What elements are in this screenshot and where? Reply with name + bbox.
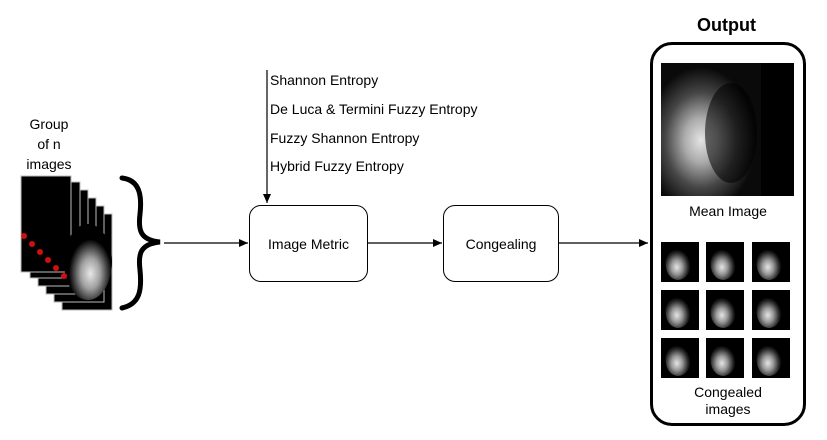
congealed-image-8 <box>706 338 744 378</box>
congealed-label-line-1: Congealed <box>694 384 762 400</box>
stacked-image-6 <box>20 175 72 273</box>
congealing-label: Congealing <box>465 235 537 252</box>
red-markers <box>21 233 67 279</box>
mean-image-label: Mean Image <box>689 203 767 219</box>
metric-hybrid-fuzzy-entropy: Hybrid Fuzzy Entropy <box>270 158 404 174</box>
output-title: Output <box>697 15 756 35</box>
congealing-node: Congealing <box>443 205 559 282</box>
congealed-image-9 <box>752 338 790 378</box>
congealed-image-7 <box>661 338 699 378</box>
congealed-image-5 <box>706 290 744 330</box>
congealed-image-4 <box>661 290 699 330</box>
image-metric-node: Image Metric <box>249 205 368 282</box>
input-caption-line-3: images <box>26 156 72 172</box>
congealed-image-6 <box>752 290 790 330</box>
congealed-image-1 <box>661 242 699 282</box>
mean-image-graphic <box>661 63 794 196</box>
front-image-tissue <box>64 224 112 300</box>
grouping-brace <box>119 175 161 311</box>
input-caption-line-1: Group <box>29 116 69 132</box>
mean-image <box>661 63 794 196</box>
image-metric-label: Image Metric <box>268 235 349 252</box>
metric-fuzzy-shannon-entropy: Fuzzy Shannon Entropy <box>270 130 420 146</box>
congealed-image-3 <box>752 242 790 282</box>
congealed-image-2 <box>706 242 744 282</box>
congealed-label-line-2: images <box>705 401 751 417</box>
metric-de-luca-termini-fuzzy-entropy: De Luca & Termini Fuzzy Entropy <box>270 101 478 117</box>
metric-shannon-entropy: Shannon Entropy <box>270 72 379 88</box>
output-panel <box>650 42 806 426</box>
input-caption-line-2: of n <box>37 136 61 152</box>
